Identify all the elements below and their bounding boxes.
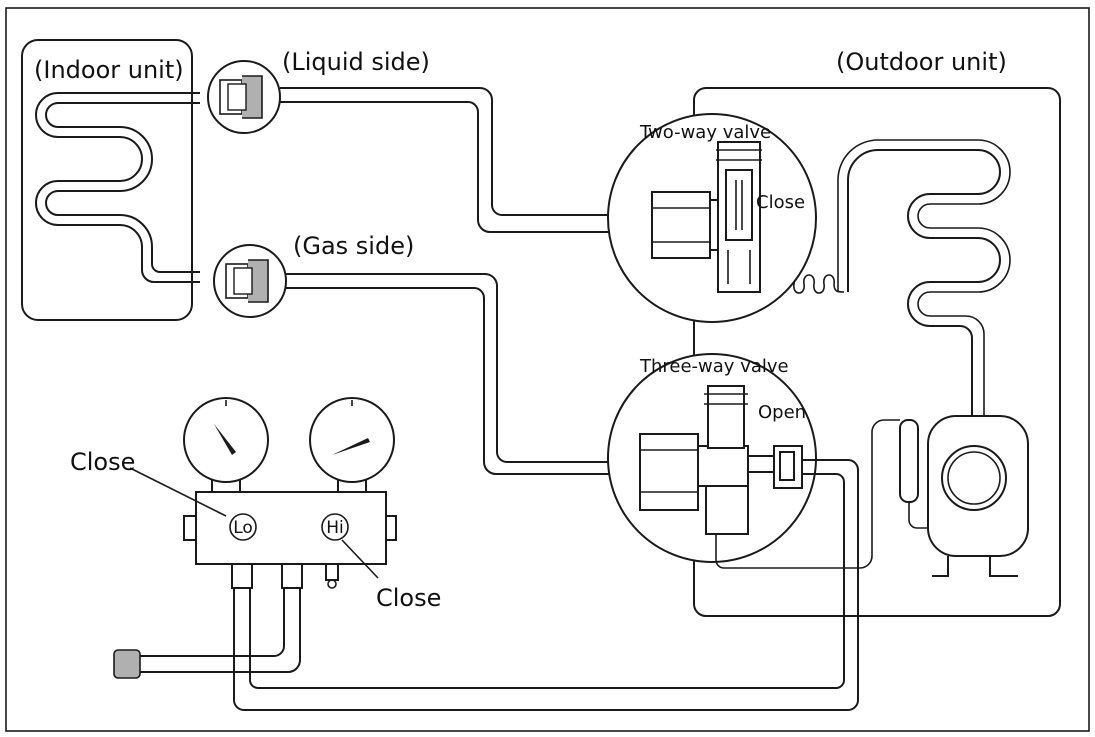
liquid-side-label: (Liquid side)	[282, 48, 430, 76]
manifold-gauge	[183, 397, 397, 589]
gas-side-label: (Gas side)	[293, 232, 414, 260]
hi-leader-line	[341, 539, 379, 579]
high-pressure-gauge	[309, 397, 395, 497]
liquid-side-fitting	[207, 60, 281, 134]
low-pressure-gauge	[183, 397, 269, 497]
two-way-valve	[607, 113, 817, 323]
hi-valve-state-label: Close	[376, 584, 441, 612]
lo-valve-knob[interactable]	[229, 513, 257, 541]
indoor-unit	[21, 39, 200, 321]
two-way-valve-label: Two-way valve	[639, 122, 771, 143]
charging-hoses	[113, 459, 859, 711]
three-way-valve-state: Open	[758, 402, 806, 423]
two-way-valve-state: Close	[756, 192, 805, 213]
hose-end-fitting	[113, 649, 141, 679]
lo-knob-label: Lo	[233, 518, 253, 538]
outdoor-coil	[837, 139, 1011, 420]
gas-side-fitting	[213, 244, 287, 318]
gas-pipe	[286, 273, 640, 475]
compressor	[899, 415, 1029, 577]
hi-valve-knob[interactable]	[321, 513, 349, 541]
lo-valve-state-label: Close	[70, 448, 135, 476]
hi-knob-label: Hi	[326, 518, 344, 538]
liquid-pipe	[280, 87, 652, 233]
three-way-valve-label: Three-way valve	[639, 356, 789, 377]
outdoor-unit-label: (Outdoor unit)	[836, 48, 1007, 76]
diagram-border	[5, 7, 1090, 732]
lo-leader-line	[129, 467, 227, 517]
three-way-valve	[607, 353, 900, 569]
indoor-unit-label: (Indoor unit)	[34, 56, 184, 84]
